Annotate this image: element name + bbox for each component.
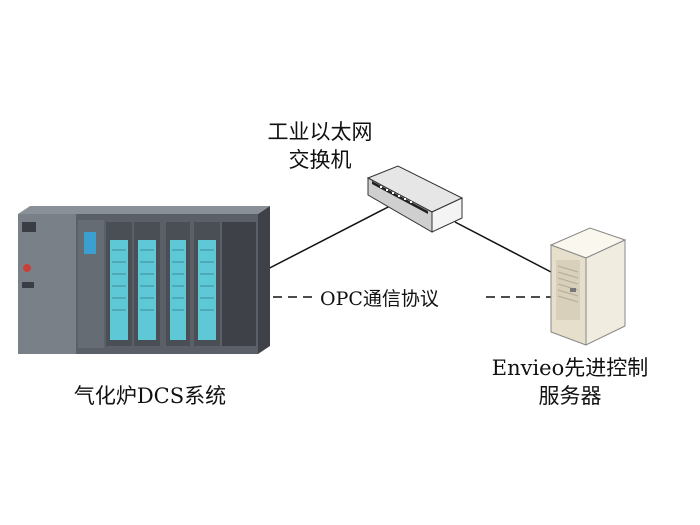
dcs-to-switch-line bbox=[257, 204, 393, 275]
ethernet-switch-icon bbox=[366, 165, 464, 233]
server-label-line2: 服务器 bbox=[538, 384, 602, 408]
switch-label-line2: 交换机 bbox=[288, 148, 352, 172]
server-label-line1: Envieo先进控制 bbox=[491, 356, 649, 380]
dcs-label: 气化炉DCS系统 bbox=[73, 384, 227, 408]
server-label: Envieo先进控制 服务器 bbox=[470, 354, 670, 410]
opc-link-label: OPC通信协议 bbox=[318, 284, 441, 311]
server-tower-icon bbox=[549, 227, 627, 346]
dcs-rack-icon bbox=[18, 206, 270, 354]
switch-to-server-line bbox=[454, 221, 552, 273]
switch-label: 工业以太网 交换机 bbox=[240, 118, 400, 174]
switch-label-line1: 工业以太网 bbox=[267, 120, 373, 144]
